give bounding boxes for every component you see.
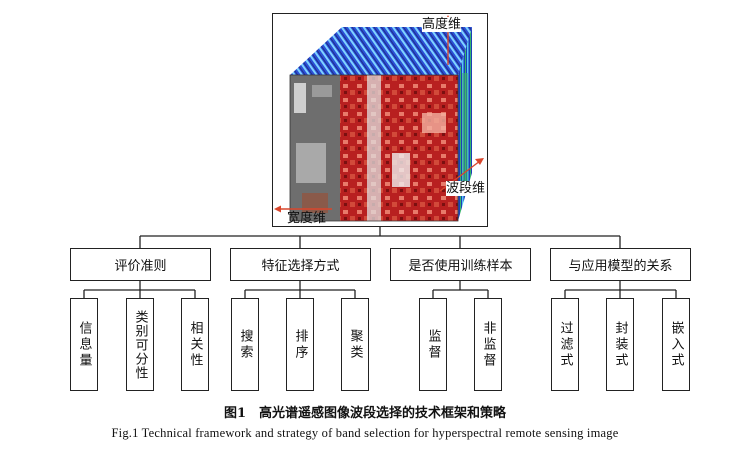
leaf-box-information: 信息量 bbox=[70, 298, 98, 391]
leaf-box-wrapper: 封装式 bbox=[606, 298, 634, 391]
category-box-evaluation-criteria: 评价准则 bbox=[70, 248, 211, 281]
leaf-label: 监督 bbox=[425, 328, 441, 361]
leaf-box-class-separability: 类别可分性 bbox=[126, 298, 154, 391]
leaf-label: 类别可分性 bbox=[132, 309, 148, 380]
height-axis-label: 高度维 bbox=[422, 17, 462, 32]
leaf-box-clustering: 聚类 bbox=[341, 298, 369, 391]
category-box-application-model: 与应用模型的关系 bbox=[550, 248, 691, 281]
figure-caption-chinese: 图1 高光谱遥感图像波段选择的技术框架和策略 bbox=[223, 406, 507, 421]
leaf-label: 嵌入式 bbox=[668, 320, 684, 369]
leaf-box-correlation: 相关性 bbox=[181, 298, 209, 391]
leaf-label: 非监督 bbox=[480, 320, 496, 369]
leaf-box-filter: 过滤式 bbox=[551, 298, 579, 391]
hyperspectral-cube-image bbox=[274, 15, 484, 222]
leaf-label: 相关性 bbox=[187, 320, 203, 369]
leaf-label: 过滤式 bbox=[557, 320, 573, 369]
category-box-training-samples: 是否使用训练样本 bbox=[390, 248, 531, 281]
width-axis-label: 宽度维 bbox=[287, 211, 327, 226]
figure-caption-english: Fig.1 Technical framework and strategy o… bbox=[111, 426, 619, 440]
band-axis-label: 波段维 bbox=[446, 181, 486, 196]
leaf-label: 排序 bbox=[292, 328, 308, 361]
leaf-box-search: 搜索 bbox=[231, 298, 259, 391]
leaf-box-ranking: 排序 bbox=[286, 298, 314, 391]
leaf-box-unsupervised: 非监督 bbox=[474, 298, 502, 391]
leaf-label: 信息量 bbox=[76, 320, 92, 369]
leaf-box-supervised: 监督 bbox=[419, 298, 447, 391]
leaf-label: 搜索 bbox=[237, 328, 253, 361]
category-box-feature-selection-method: 特征选择方式 bbox=[230, 248, 371, 281]
leaf-label: 聚类 bbox=[347, 328, 363, 361]
leaf-box-embedded: 嵌入式 bbox=[662, 298, 690, 391]
leaf-label: 封装式 bbox=[612, 320, 628, 369]
